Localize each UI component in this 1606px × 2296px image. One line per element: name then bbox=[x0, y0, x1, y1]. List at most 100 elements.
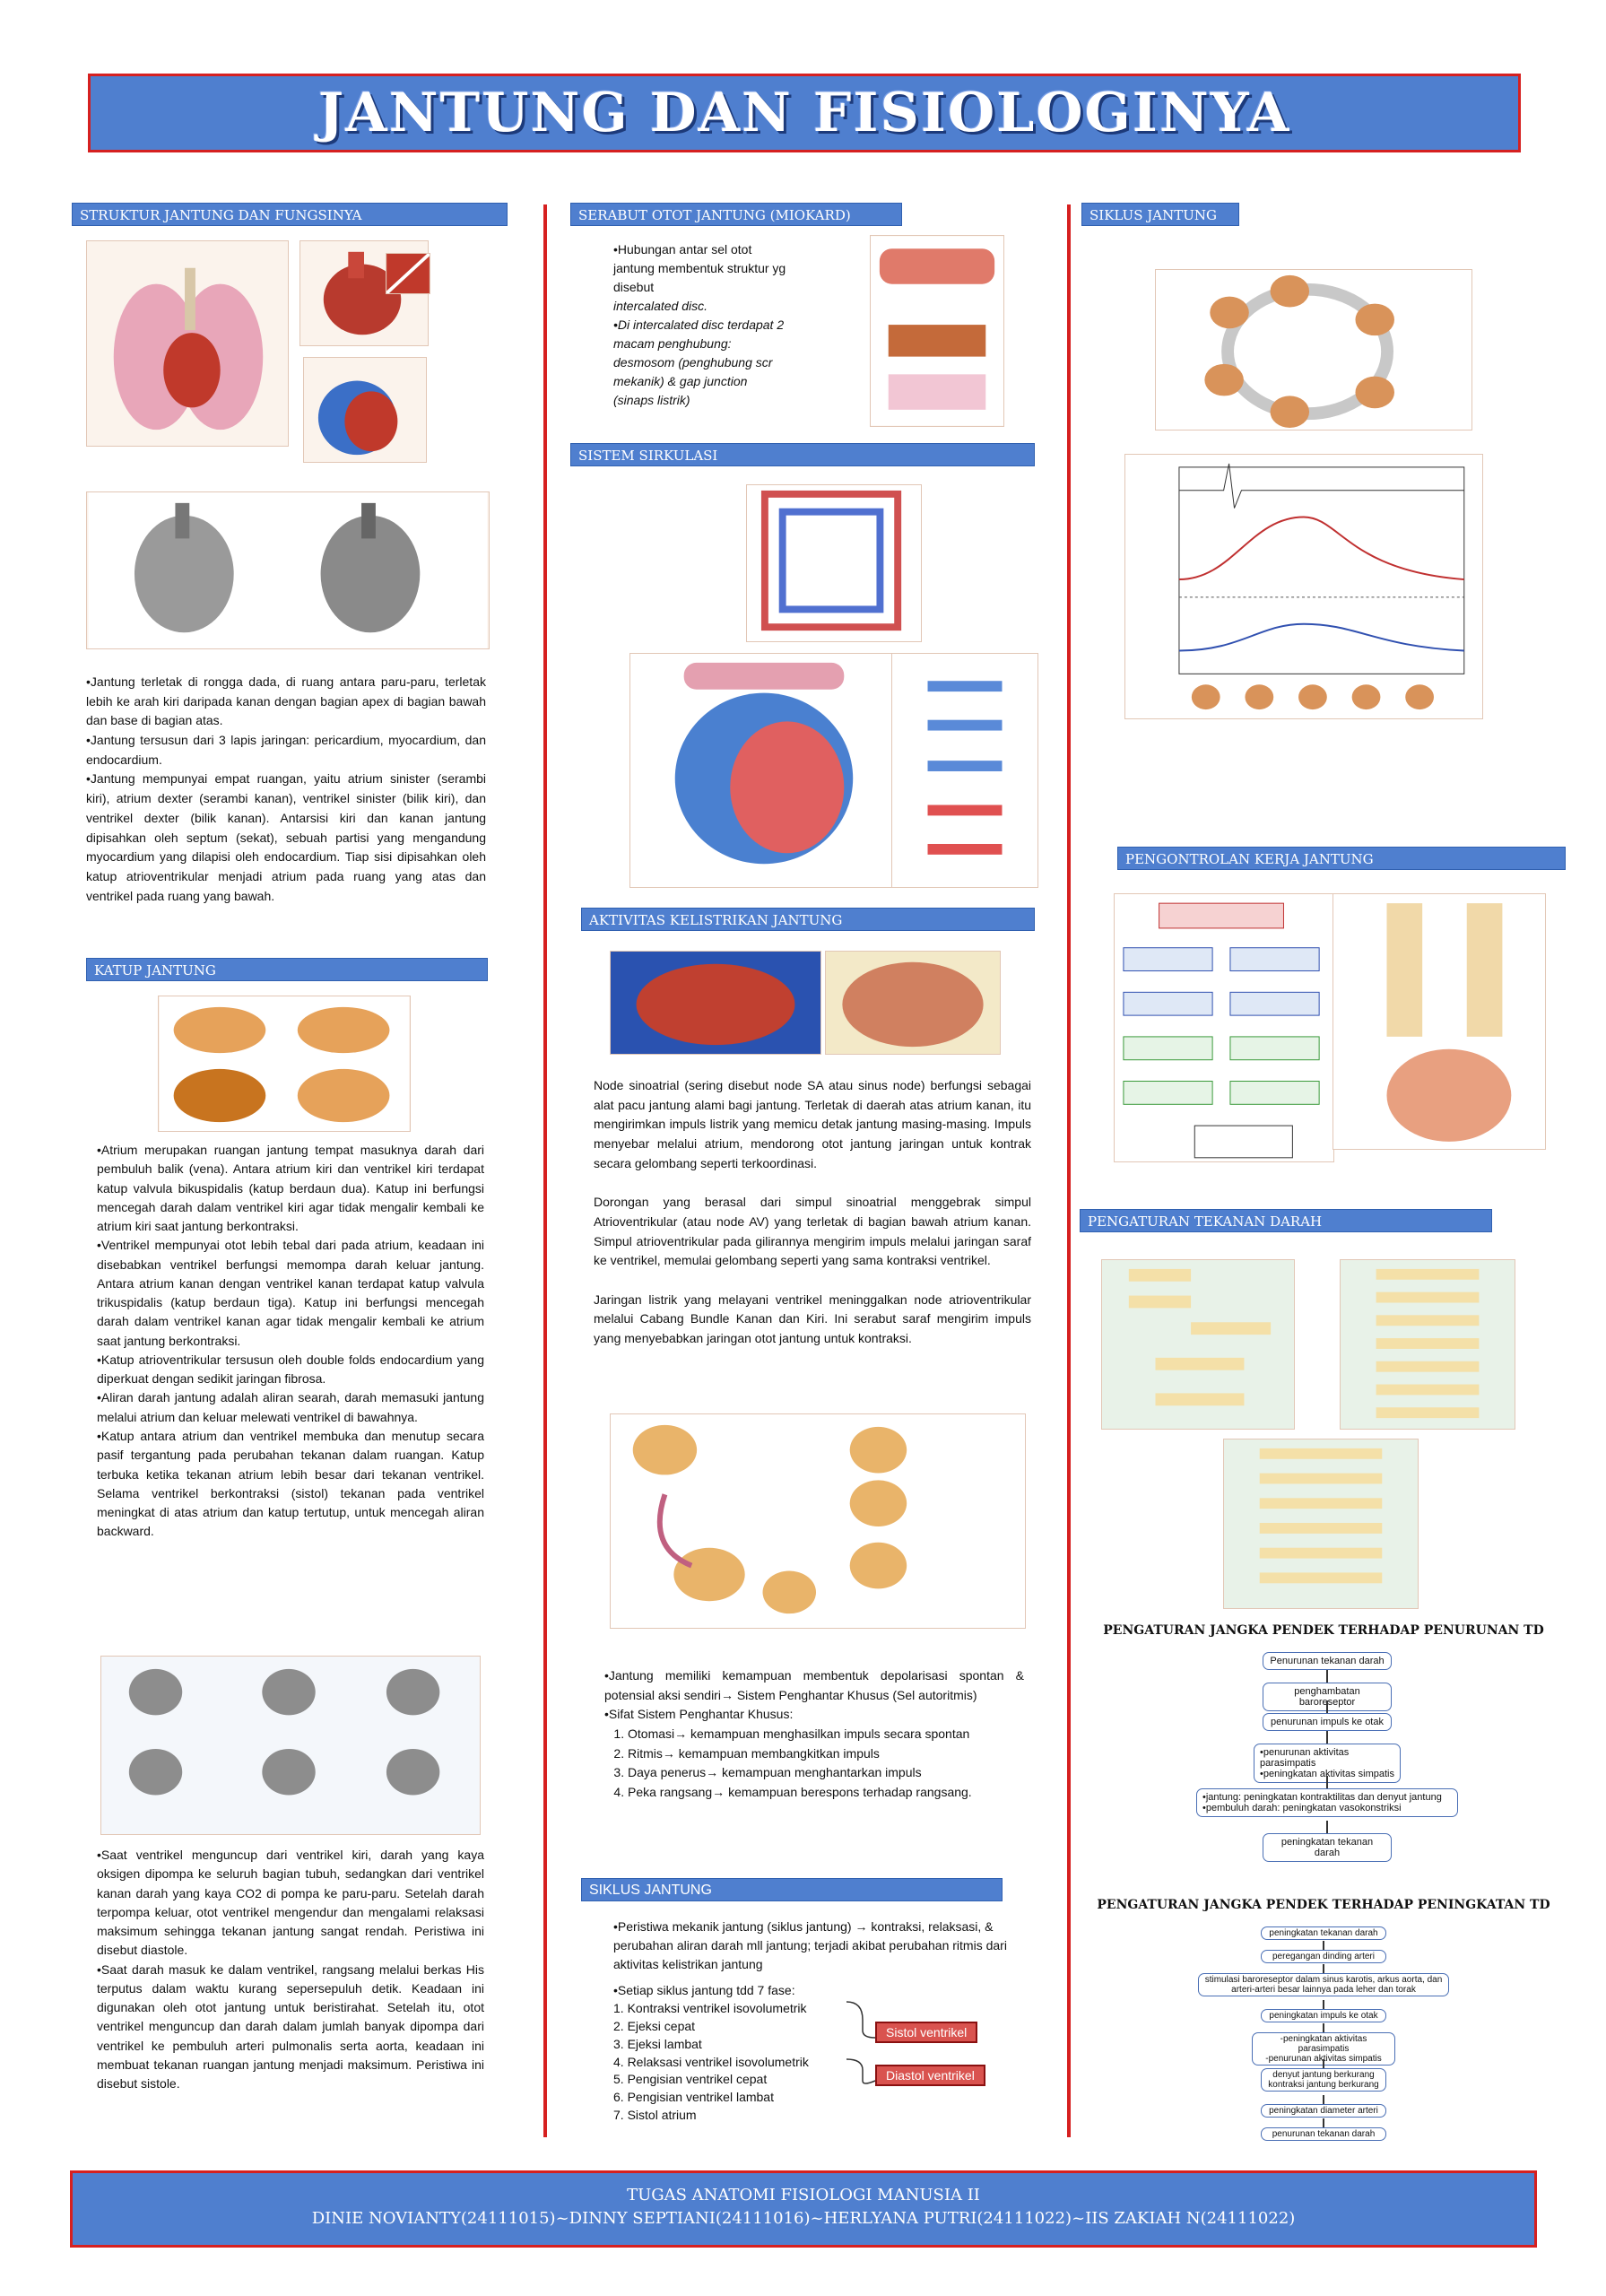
flow-arrow bbox=[1323, 1941, 1324, 1950]
section-header-siklus-col3: SIKLUS JANTUNG bbox=[1081, 203, 1239, 226]
heart-valves-figure bbox=[158, 996, 411, 1132]
fase-item: 7. Sistol atrium bbox=[613, 2108, 697, 2123]
cardiac-control-flowchart bbox=[1114, 893, 1334, 1162]
section-header-sirkulasi: SISTEM SIRKULASI bbox=[570, 443, 1035, 466]
sifat-item: Peka rangsang→ kemampuan berespons terha… bbox=[628, 1783, 1024, 1803]
sifat-list: Otomasi→ kemampuan menghasilkan impuls s… bbox=[604, 1725, 1024, 1803]
serabut-line-1: •Hubungan antar sel otot jantung membent… bbox=[613, 242, 786, 294]
flow-step: peningkatan tekanan darah bbox=[1261, 1926, 1386, 1940]
section-header-siklus-col2: SIKLUS JANTUNG bbox=[581, 1878, 1003, 1901]
heart-anatomy-labeled-figure bbox=[86, 491, 490, 649]
katup-text: •Atrium merupakan ruangan jantung tempat… bbox=[97, 1141, 484, 1542]
footer-authors: DINIE NOVIANTY(24111015)~DINNY SEPTIANI(… bbox=[311, 2209, 1296, 2229]
flow-arrow bbox=[1323, 2095, 1324, 2104]
thorax-heart-figure bbox=[86, 240, 289, 447]
peningkatan-td-flowchart: peningkatan tekanan darah peregangan din… bbox=[1189, 1926, 1458, 2160]
flow-step: peningkatan tekanan darah bbox=[1263, 1833, 1392, 1862]
sifat-item: Otomasi→ kemampuan menghasilkan impuls s… bbox=[628, 1725, 1024, 1744]
circulation-schematic-figure bbox=[746, 484, 922, 642]
section-header-tekanan: PENGATURAN TEKANAN DARAH bbox=[1080, 1209, 1492, 1232]
tissue-inset-figure bbox=[386, 253, 430, 294]
katup-paragraph-1: •Atrium merupakan ruangan jantung tempat… bbox=[97, 1143, 484, 1234]
fase-item: 6. Pengisian ventrikel lambat bbox=[613, 2090, 774, 2105]
sistol-ventrikel-badge: Sistol ventrikel bbox=[875, 2022, 978, 2043]
section-header-kontrol: PENGONTROLAN KERJA JANTUNG bbox=[1117, 847, 1566, 870]
footer-banner: TUGAS ANATOMI FISIOLOGI MANUSIA II DINIE… bbox=[70, 2170, 1537, 2248]
flow-step: penurunan tekanan darah bbox=[1261, 2127, 1386, 2141]
fase-heading: •Setiap siklus jantung tdd 7 fase: bbox=[613, 1983, 795, 1997]
flow-arrow bbox=[1323, 2059, 1324, 2068]
serabut-text: •Hubungan antar sel otot jantung membent… bbox=[613, 240, 789, 410]
flow-step: peningkatan diameter arteri bbox=[1261, 2104, 1386, 2118]
siklus-text: •Peristiwa mekanik jantung (siklus jantu… bbox=[613, 1918, 1035, 1974]
sifat-item: Daya penerus→ kemampuan menghantarkan im… bbox=[628, 1763, 1024, 1783]
title-banner: JANTUNG DAN FISIOLOGINYA bbox=[88, 74, 1521, 152]
fase-item: 4. Relaksasi ventrikel isovolumetrik bbox=[613, 2054, 809, 2069]
flow-arrow bbox=[1323, 2000, 1324, 2009]
flow-step: Penurunan tekanan darah bbox=[1263, 1652, 1392, 1670]
bp-regulation-chart-1 bbox=[1101, 1259, 1295, 1430]
flow-arrow bbox=[1323, 2118, 1324, 2127]
section-header-struktur: STRUKTUR JANTUNG DAN FUNGSINYA bbox=[72, 203, 508, 226]
autoritmis-paragraph: •Jantung memiliki kemampuan membentuk de… bbox=[604, 1668, 1024, 1702]
column-divider-left bbox=[543, 204, 547, 2137]
flow-step: penurunan impuls ke otak bbox=[1263, 1713, 1392, 1731]
cardiac-cycle-diagram bbox=[1155, 269, 1472, 430]
katup-paragraph-3: •Katup atrioventrikular tersusun oleh do… bbox=[97, 1352, 484, 1387]
flow-step: •jantung: peningkatan kontraktilitas dan… bbox=[1196, 1788, 1458, 1817]
flow-arrow bbox=[1326, 1731, 1328, 1744]
diastol-ventrikel-badge: Diastol ventrikel bbox=[875, 2065, 985, 2086]
valve-cycle-figure bbox=[100, 1656, 481, 1835]
fase-item: 5. Pengisian ventrikel cepat bbox=[613, 2072, 768, 2087]
page-title: JANTUNG DAN FISIOLOGINYA bbox=[317, 82, 1291, 144]
fase-list: •Setiap siklus jantung tdd 7 fase: 1. Ko… bbox=[613, 1982, 846, 2125]
flow-step: peningkatan impuls ke otak bbox=[1261, 2009, 1386, 2022]
cardiac-muscle-figure bbox=[870, 235, 1004, 427]
penurunan-td-title: PENGATURAN JANGKA PENDEK TERHADAP PENURU… bbox=[1103, 1623, 1544, 1638]
sistole-paragraph: •Saat darah masuk ke dalam ventrikel, ra… bbox=[97, 1961, 484, 2092]
diastole-paragraph: •Saat ventrikel menguncup dari ventrikel… bbox=[97, 1848, 484, 1958]
bp-regulation-chart-3 bbox=[1223, 1439, 1419, 1609]
penurunan-td-flowchart: Penurunan tekanan darah penghambatan bar… bbox=[1196, 1652, 1458, 1876]
fase-item: 2. Ejeksi cepat bbox=[613, 2018, 696, 2033]
flow-step: peregangan dinding arteri bbox=[1261, 1950, 1386, 1963]
conduction-sequence-figure bbox=[610, 1413, 1026, 1629]
wiggers-diagram bbox=[1124, 454, 1483, 719]
katup-paragraph-5: •Katup antara atrium dan ventrikel membu… bbox=[97, 1428, 484, 1539]
flow-arrow bbox=[1326, 1670, 1328, 1683]
flow-arrow bbox=[1323, 2023, 1324, 2032]
fase-item: 3. Ejeksi lambat bbox=[613, 2036, 702, 2051]
section-header-listrik: AKTIVITAS KELISTRIKAN JANTUNG bbox=[581, 908, 1035, 931]
autonomic-nerve-figure bbox=[1333, 893, 1546, 1150]
serabut-line-3: •Di intercalated disc terdapat 2 macam p… bbox=[613, 317, 785, 407]
flow-arrow bbox=[1326, 1700, 1328, 1713]
column-divider-right bbox=[1067, 204, 1071, 2137]
fase-item: 1. Kontraksi ventrikel isovolumetrik bbox=[613, 2000, 807, 2015]
peningkatan-td-title: PENGATURAN JANGKA PENDEK TERHADAP PENING… bbox=[1097, 1898, 1550, 1912]
katup-paragraph-2: •Ventrikel mempunyai otot lebih tebal da… bbox=[97, 1238, 484, 1348]
electrical-heart-figure-1 bbox=[610, 951, 821, 1055]
flow-step: denyut jantung berkurang kontraksi jantu… bbox=[1261, 2068, 1386, 2092]
listrik-text: Node sinoatrial (sering disebut node SA … bbox=[594, 1076, 1031, 1349]
struktur-paragraph-1: •Jantung terletak di rongga dada, di rua… bbox=[86, 674, 486, 728]
sifat-item: Ritmis→ kemampuan membangkitkan impuls bbox=[628, 1744, 1024, 1764]
struktur-paragraph-2: •Jantung tersusun dari 3 lapis jaringan:… bbox=[86, 733, 486, 767]
flow-arrow bbox=[1326, 1776, 1328, 1788]
siklus-intro: •Peristiwa mekanik jantung (siklus jantu… bbox=[613, 1919, 1007, 1971]
autoritmis-text: •Jantung memiliki kemampuan membentuk de… bbox=[604, 1666, 1024, 1803]
struktur-paragraph-3: •Jantung mempunyai empat ruangan, yaitu … bbox=[86, 771, 486, 903]
bp-regulation-chart-2 bbox=[1340, 1259, 1515, 1430]
heart-cross-section-figure bbox=[303, 357, 427, 463]
sifat-heading: •Sifat Sistem Penghantar Khusus: bbox=[604, 1707, 794, 1722]
section-header-katup: KATUP JANTUNG bbox=[86, 958, 488, 981]
blood-flow-chart-figure bbox=[891, 653, 1038, 888]
flow-arrow bbox=[1326, 1821, 1328, 1833]
section-header-serabut: SERABUT OTOT JANTUNG (MIOKARD) bbox=[570, 203, 902, 226]
heart-blood-flow-figure bbox=[629, 653, 893, 888]
flow-step: stimulasi baroreseptor dalam sinus karot… bbox=[1198, 1973, 1449, 1996]
struktur-text: •Jantung terletak di rongga dada, di rua… bbox=[86, 673, 486, 906]
fase-brace bbox=[846, 2001, 876, 2084]
sistol-diastol-text: •Saat ventrikel menguncup dari ventrikel… bbox=[97, 1846, 484, 2093]
electrical-heart-figure-2 bbox=[825, 951, 1001, 1055]
serabut-line-2: intercalated disc. bbox=[613, 299, 708, 313]
